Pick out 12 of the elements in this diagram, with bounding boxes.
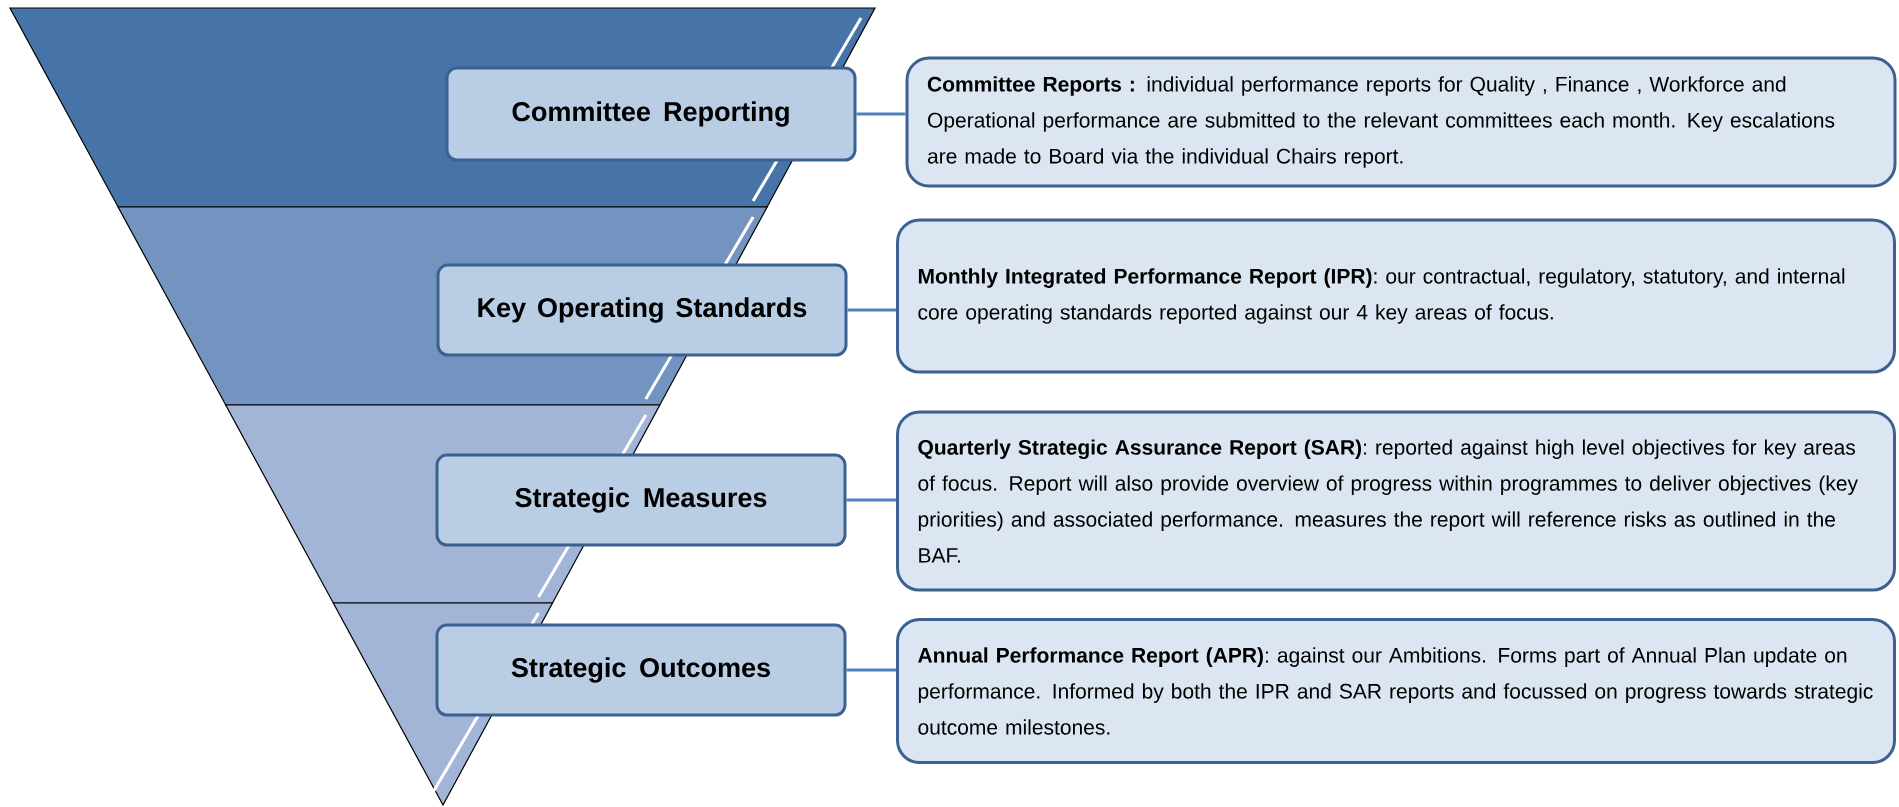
- connector-line: [846, 668, 896, 672]
- connector-line: [846, 498, 896, 502]
- description-box: Committee Reports : individual performance reports for Quality , Finance , Workforce and Operational performance are submitted to the relevant committees each month. Key escalations are made to Board via the individual Chairs report.: [905, 56, 1897, 188]
- connector-line: [847, 308, 896, 312]
- stage-box: Strategic Outcomes: [435, 623, 847, 717]
- stage-box: Key Operating Standards: [436, 263, 848, 357]
- stage-box: Committee Reporting: [445, 66, 857, 162]
- connector-line: [856, 112, 906, 116]
- stage-box: Strategic Measures: [435, 453, 847, 547]
- description-box: Quarterly Strategic Assurance Report (SAR): reported against high level objectives for key areas of focus. Report will also provide overview of progress within programmes to deliver objectives (key priorities) and associated performance. measures the report will reference risks as outlined in the BAF.: [896, 410, 1896, 592]
- description-box: Monthly Integrated Performance Report (IPR): our contractual, regulatory, statutory, and internal core operating standards reported against our 4 key areas of focus.: [896, 218, 1896, 374]
- description-box: Annual Performance Report (APR): against our Ambitions. Forms part of Annual Plan update on performance. Informed by both the IPR and SAR reports and focussed on progress towards strategic outcome milestones.: [896, 618, 1896, 764]
